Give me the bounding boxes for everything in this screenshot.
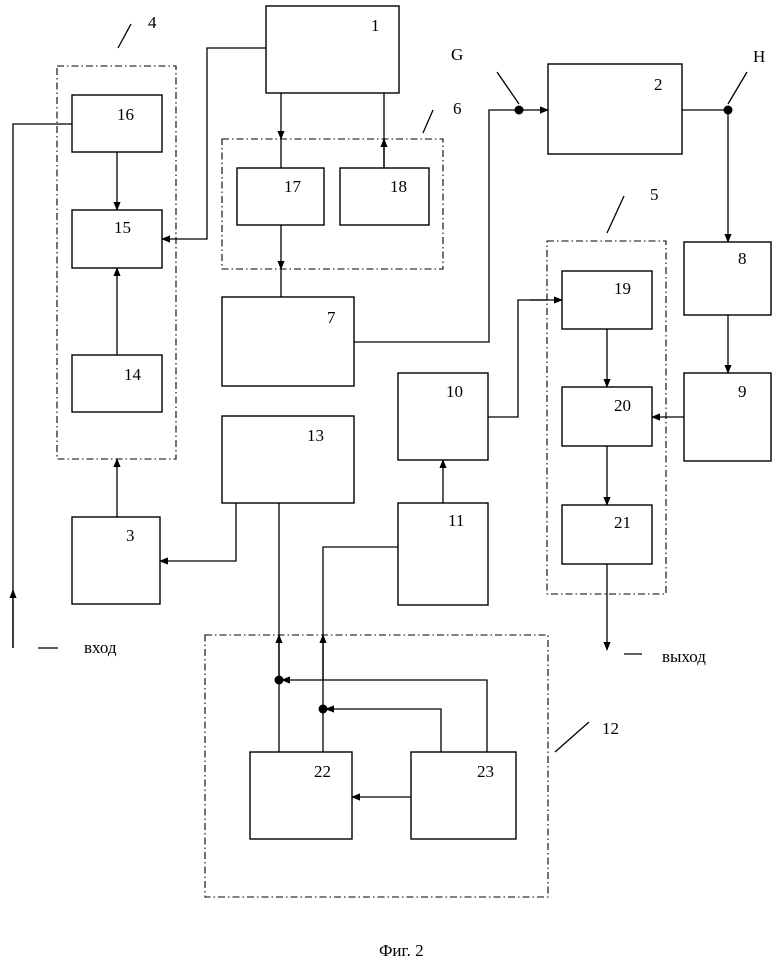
output-label: выход xyxy=(662,647,706,666)
block-8 xyxy=(684,242,771,315)
group-4-leader xyxy=(118,24,131,48)
block-8-label: 8 xyxy=(738,249,747,268)
wire-11-22 xyxy=(323,547,398,752)
block-15-label: 15 xyxy=(114,218,131,237)
block-18-label: 18 xyxy=(390,177,407,196)
group-12-leader xyxy=(555,722,589,752)
group-6-leader xyxy=(423,110,433,133)
point-H-label: H xyxy=(753,47,765,66)
block-9-label: 9 xyxy=(738,382,747,401)
block-1-label: 1 xyxy=(371,16,380,35)
block-10-label: 10 xyxy=(446,382,463,401)
group-12-label: 12 xyxy=(602,719,619,738)
block-17 xyxy=(237,168,324,225)
block-21-label: 21 xyxy=(614,513,631,532)
wire-23-junction-b xyxy=(326,709,441,752)
block-3 xyxy=(72,517,160,604)
block-23 xyxy=(411,752,516,839)
group-5-leader xyxy=(607,196,624,233)
wire-23-junction-a xyxy=(282,680,487,752)
figure-caption: Фиг. 2 xyxy=(379,941,424,960)
block-11-label: 11 xyxy=(448,511,464,530)
block-13 xyxy=(222,416,354,503)
block-10 xyxy=(398,373,488,460)
block-13-label: 13 xyxy=(307,426,324,445)
block-22 xyxy=(250,752,352,839)
wire-10-19 xyxy=(488,300,547,417)
group-5-label: 5 xyxy=(650,185,659,204)
junction-a xyxy=(275,676,284,685)
H-leader xyxy=(728,72,747,104)
block-21 xyxy=(562,505,652,564)
block-19 xyxy=(562,271,652,329)
block-17-label: 17 xyxy=(284,177,302,196)
block-9 xyxy=(684,373,771,461)
G-leader xyxy=(497,72,519,104)
block-14 xyxy=(72,355,162,412)
wire-13-3 xyxy=(160,503,236,561)
input-label: вход xyxy=(84,638,117,657)
block-18 xyxy=(340,168,429,225)
wire-7-G xyxy=(354,110,517,342)
group-6-label: 6 xyxy=(453,99,462,118)
block-2-label: 2 xyxy=(654,75,663,94)
junction-b xyxy=(319,705,328,714)
group-4-label: 4 xyxy=(148,13,157,32)
block-20-label: 20 xyxy=(614,396,631,415)
block-16-label: 16 xyxy=(117,105,134,124)
block-23-label: 23 xyxy=(477,762,494,781)
block-22-label: 22 xyxy=(314,762,331,781)
block-11 xyxy=(398,503,488,605)
point-G-label: G xyxy=(451,45,463,64)
block-20 xyxy=(562,387,652,446)
block-14-label: 14 xyxy=(124,365,142,384)
input-to-16-wire xyxy=(13,124,72,648)
block-7-label: 7 xyxy=(327,308,336,327)
block-19-label: 19 xyxy=(614,279,631,298)
block-3-label: 3 xyxy=(126,526,135,545)
